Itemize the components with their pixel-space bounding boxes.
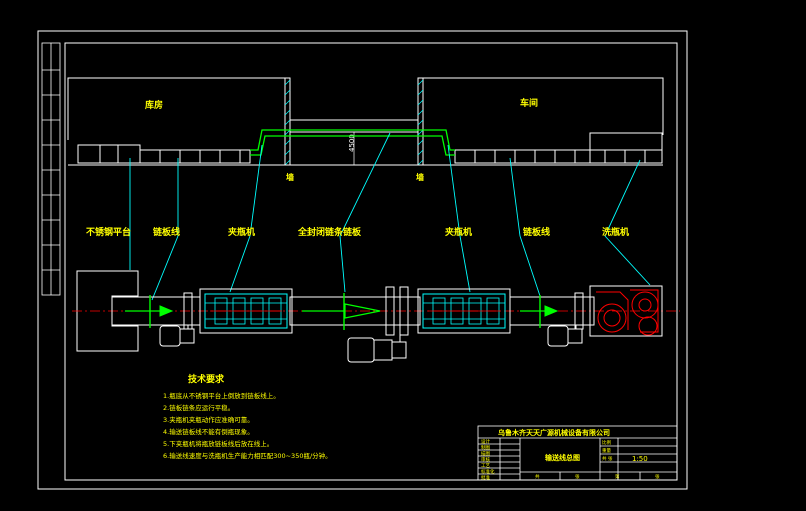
motor-left: [159, 325, 195, 347]
note-item-6: 6.输送线速度与洗瓶机生产能力相匹配300~350瓶/分钟。: [163, 451, 332, 460]
note-item-4: 4.输送链板线不能有倒瓶现象。: [163, 427, 254, 436]
outer-frame: [37, 30, 688, 490]
tb-row-5: 工艺: [481, 463, 490, 469]
clamp-machine-left: [199, 288, 293, 334]
tb-right-2: 重量: [602, 447, 611, 454]
washer-machine: [589, 285, 663, 337]
motor-center: [347, 335, 407, 363]
wall-hatch-right: [417, 79, 424, 166]
warehouse-label: 库房: [145, 99, 163, 111]
tb-right-1: 比例: [602, 439, 611, 446]
motor-right: [547, 325, 583, 347]
tb-row-2: 制图: [481, 444, 490, 451]
company-name: 乌鲁木齐天天广源机械设备有限公司: [498, 428, 610, 437]
tb-footer-2: 张: [575, 473, 580, 480]
clamp-machine-right: [417, 288, 511, 334]
workshop-label: 车间: [520, 97, 538, 109]
note-item-2: 2.链板链条应运行平稳。: [163, 403, 234, 412]
tb-right-3: 共 张: [602, 455, 613, 462]
title-block: [477, 425, 678, 481]
wall-label-left: 墙: [286, 172, 294, 182]
notes-title: 技术要求: [188, 373, 225, 385]
elevated-conveyor-green: [250, 129, 455, 156]
section-marks: [149, 293, 541, 330]
dimension-text: 4500: [348, 134, 356, 152]
stainless-platform: [76, 270, 139, 352]
tb-footer-1: 共: [535, 473, 540, 480]
washer-label: 洗瓶机: [602, 226, 629, 238]
wall-hatch-left: [284, 79, 291, 166]
note-item-1: 1.瓶底从不锈钢平台上倒放到链板线上。: [163, 391, 280, 400]
ground-conveyor: [77, 132, 663, 164]
drawing-number: 1:50: [632, 455, 648, 463]
enclosed-chain-label: 全封闭链条链板: [297, 226, 362, 238]
workshop-building: [417, 77, 664, 165]
clamp-right-label: 夹瓶机: [445, 226, 472, 238]
inner-frame: [64, 42, 678, 481]
note-item-3: 3.夹瓶机夹瓶动作应准确可靠。: [163, 415, 254, 424]
chain-line-left-label: 链板线: [153, 226, 180, 238]
tb-footer-3: 第: [615, 473, 620, 480]
tb-row-3: 描图: [481, 450, 490, 457]
tb-row-7: 批准: [481, 474, 490, 481]
leader-lines: [129, 132, 651, 301]
flow-arrows: [125, 303, 559, 319]
tb-footer-4: 张: [655, 473, 660, 480]
platform-label: 不锈钢平台: [86, 226, 131, 238]
tb-row-4: 审核: [481, 456, 490, 463]
chain-line-right-label: 链板线: [523, 226, 550, 238]
drawing-name: 输送线总图: [545, 453, 580, 462]
warehouse-building: [67, 77, 291, 165]
wall-label-right: 墙: [416, 172, 424, 182]
tb-row-6: 标准化: [481, 468, 495, 475]
revision-strip: [41, 42, 61, 296]
tb-row-1: 设计: [481, 438, 490, 445]
clamp-left-label: 夹瓶机: [228, 226, 255, 238]
note-item-5: 5.下夹瓶机将瓶放链板线后放在线上。: [163, 439, 273, 448]
